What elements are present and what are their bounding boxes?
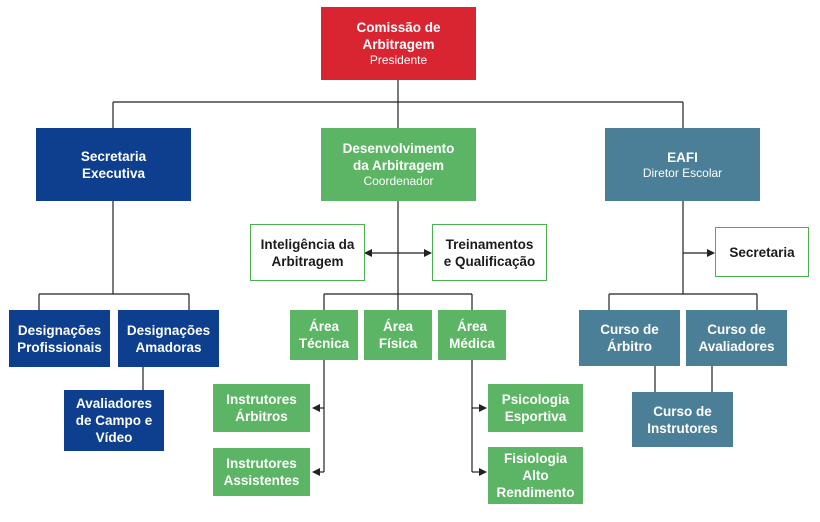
connector-secretaria-executiva: [38, 201, 190, 390]
instrutores-arbitros-box: Instrutores Árbitros: [213, 384, 310, 432]
secretaria-box: Secretaria: [715, 227, 809, 277]
box-title: Área Médica: [449, 319, 495, 351]
curso-arbitro-box: Curso de Árbitro: [579, 310, 680, 366]
box-title: Secretaria: [729, 244, 795, 260]
box-title: Designações Profissionais: [17, 322, 102, 355]
connector-eafi: [608, 201, 758, 392]
designacoes-profissionais-box: Designações Profissionais: [9, 310, 110, 367]
designacoes-amadoras-box: Designações Amadoras: [118, 310, 219, 367]
area-fisica-box: Área Física: [364, 310, 432, 360]
curso-avaliadores-box: Curso de Avaliadores: [686, 310, 787, 366]
box-title: Avaliadores de Campo e Vídeo: [75, 396, 153, 445]
treinamentos-box: Treinamentos e Qualificação: [432, 224, 547, 281]
box-title: Secretaria Executiva: [80, 148, 147, 181]
box-title: Fisiologia Alto Rendimento: [496, 451, 575, 500]
box-title: Curso de Instrutores: [647, 403, 718, 436]
box-title: Psicologia Esportiva: [501, 392, 570, 424]
connector-desenvolvimento: [323, 201, 473, 310]
box-title: Instrutores Árbitros: [226, 392, 297, 424]
box-title: Treinamentos e Qualificação: [443, 236, 536, 269]
box-title: Designações Amadoras: [126, 322, 211, 355]
curso-instrutores-box: Curso de Instrutores: [632, 392, 733, 447]
box-title: Instrutores Assistentes: [223, 456, 300, 488]
box-title: Inteligência da Arbitragem: [260, 236, 355, 269]
box-title: Comissão de Arbitragem: [356, 20, 441, 52]
eafi-box: EAFI Diretor Escolar: [605, 128, 760, 201]
box-title: Área Técnica: [298, 319, 350, 351]
box-title: Curso de Avaliadores: [698, 322, 775, 354]
desenvolvimento-box: Desenvolvimento da Arbitragem Coordenado…: [321, 128, 476, 201]
inteligencia-box: Inteligência da Arbitragem: [250, 224, 365, 281]
psicologia-esportiva-box: Psicologia Esportiva: [488, 384, 583, 432]
connector-top: [112, 80, 684, 128]
instrutores-assistentes-box: Instrutores Assistentes: [213, 448, 310, 496]
box-title: Área Física: [378, 319, 418, 351]
comissao-arbitragem-box: Comissão de Arbitragem Presidente: [321, 7, 476, 80]
box-subtitle: Coordenador: [363, 174, 434, 188]
box-title: Curso de Árbitro: [600, 322, 659, 354]
box-subtitle: Presidente: [369, 53, 428, 67]
avaliadores-campo-video-box: Avaliadores de Campo e Vídeo: [64, 390, 164, 451]
area-tecnica-box: Área Técnica: [290, 310, 358, 360]
area-medica-box: Área Médica: [438, 310, 506, 360]
fisiologia-alto-rendimento-box: Fisiologia Alto Rendimento: [488, 447, 583, 504]
box-title: EAFI: [667, 149, 698, 165]
box-title: Desenvolvimento da Arbitragem: [342, 141, 455, 173]
box-subtitle: Diretor Escolar: [642, 165, 723, 180]
secretaria-executiva-box: Secretaria Executiva: [36, 128, 191, 201]
